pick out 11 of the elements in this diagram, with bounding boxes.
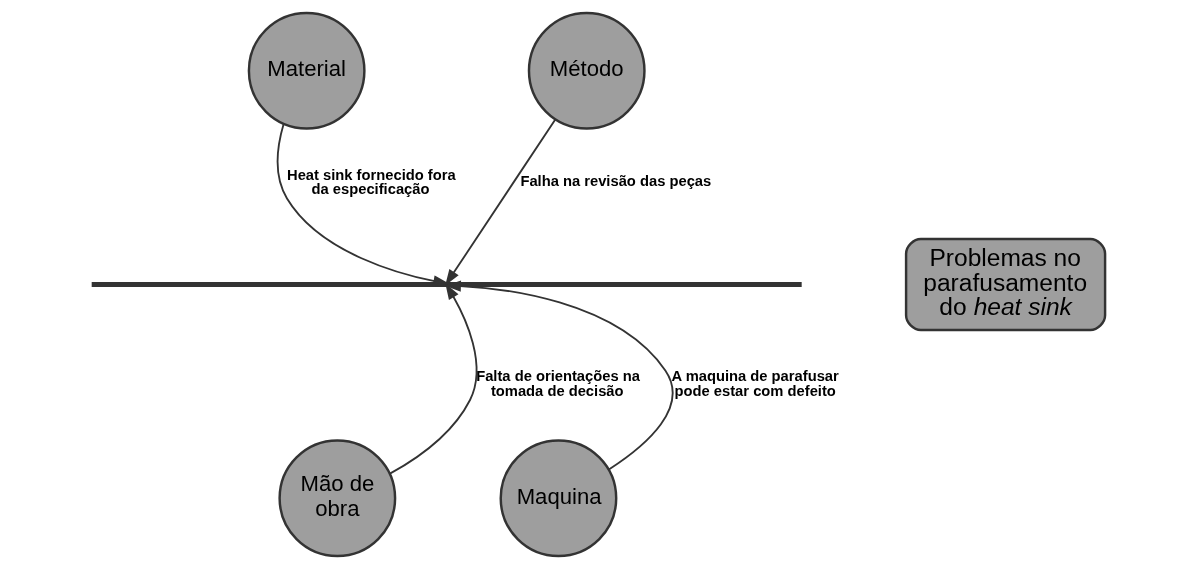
edge-label: A maquina de parafusar pode estar com defeito (670, 368, 839, 399)
edge-label: Falha na revisão das peças (519, 173, 711, 190)
node-bar (91, 282, 802, 287)
arrow (444, 280, 673, 471)
node-circle: Material (247, 11, 366, 130)
node-circle: Maquina (499, 439, 617, 558)
node-circle: Método (527, 11, 646, 130)
edge-label: Falta de orientações na tomada de decisão (475, 368, 640, 399)
edge-label: Heat sink fornecido fora da especificação (286, 166, 456, 198)
node-circle: Mão de obra (277, 439, 396, 558)
node-box: Problemas no parafusamento do heat sink (904, 237, 1106, 332)
